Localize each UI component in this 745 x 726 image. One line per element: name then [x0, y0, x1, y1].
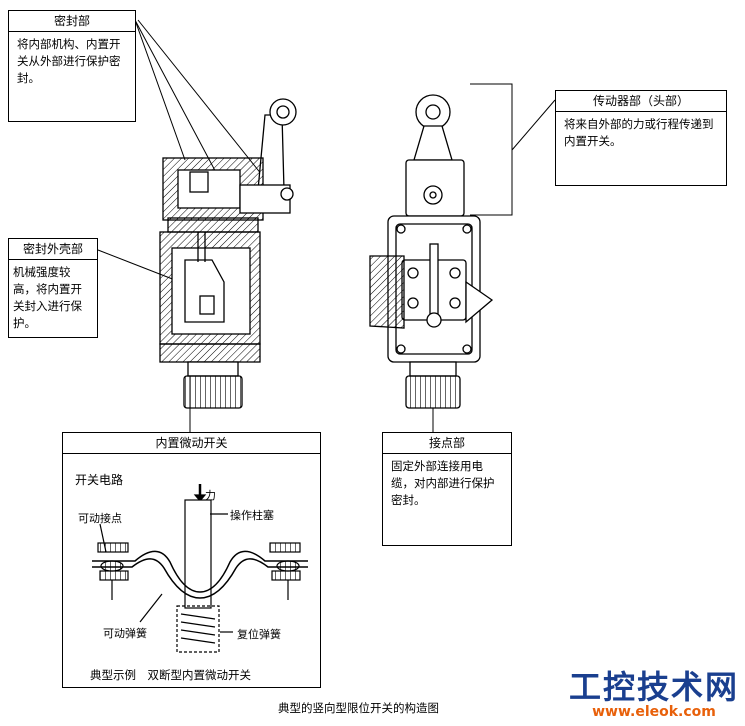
contact-title: 接点部 — [383, 433, 511, 454]
right-front-view — [369, 94, 494, 409]
brand-en: www.eleok.com — [592, 704, 716, 720]
microswitch-title: 内置微动开关 — [63, 433, 320, 454]
actuator-text: 将来自外部的力或行程传递到内置开关。 — [564, 117, 714, 148]
seal-housing-box: 密封外壳部 机械强度较高，将内置开关封入进行保护。 — [8, 238, 98, 338]
brand-watermark: 工控技术网 www.eleok.com — [569, 670, 739, 720]
seal-part-text: 将内部机构、内置开关从外部进行保护密封。 — [17, 37, 121, 85]
seal-part-title: 密封部 — [9, 11, 135, 32]
movable-contact-label: 可动接点 — [78, 512, 122, 525]
reset-spring-label: 复位弹簧 — [237, 628, 281, 641]
force-label: 力 — [205, 489, 216, 502]
microswitch-sketch — [92, 484, 308, 653]
microswitch-caption: 典型示例 双断型内置微动开关 — [90, 668, 251, 682]
seal-part-box: 密封部 将内部机构、内置开关从外部进行保护密封。 — [8, 10, 136, 122]
contact-box: 接点部 固定外部连接用电缆，对内部进行保护密封。 — [382, 432, 512, 546]
actuator-title: 传动器部（头部） — [556, 91, 726, 112]
movable-spring-label: 可动弹簧 — [103, 627, 147, 640]
leader-lines — [97, 19, 556, 432]
figure-caption: 典型的竖向型限位开关的构造图 — [278, 701, 439, 715]
brand-cn: 工控技术网 — [568, 668, 739, 706]
seal-housing-text: 机械强度较高，将内置开关封入进行保护。 — [13, 265, 82, 330]
contact-text: 固定外部连接用电缆，对内部进行保护密封。 — [391, 459, 495, 507]
microswitch-box: 内置微动开关 — [62, 432, 321, 688]
circuit-label: 开关电路 — [75, 473, 124, 487]
seal-housing-title: 密封外壳部 — [9, 239, 97, 260]
actuator-box: 传动器部（头部） 将来自外部的力或行程传递到内置开关。 — [555, 90, 727, 186]
plunger-label: 操作柱塞 — [230, 509, 274, 522]
left-section-view — [159, 98, 297, 409]
